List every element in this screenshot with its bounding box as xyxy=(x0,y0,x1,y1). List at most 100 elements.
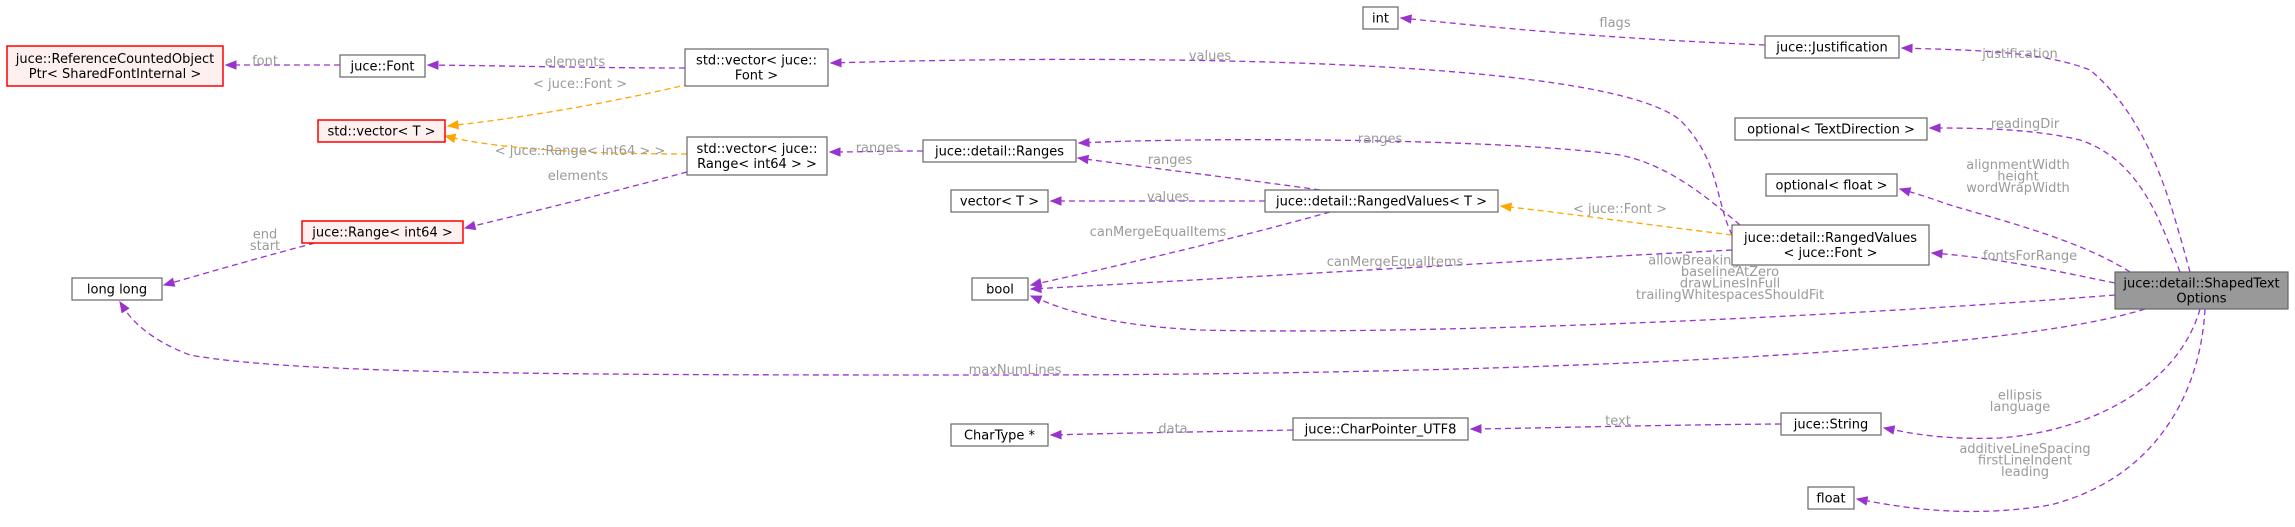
edge-charpointer-chartype: data xyxy=(1049,422,1294,440)
node-chartype[interactable]: CharType * xyxy=(950,423,1049,447)
edge-label-line: ranges xyxy=(1148,153,1193,168)
edge-rangedt-vectort2: values xyxy=(1049,190,1265,206)
node-string[interactable]: juce::String xyxy=(1780,412,1882,436)
edge-label-rangedfont-vectorfont: values xyxy=(1189,49,1232,64)
node-justification[interactable]: juce::Justification xyxy=(1764,35,1900,59)
edge-label-font-refcounted: font xyxy=(252,54,278,69)
node-box xyxy=(922,139,1077,163)
edge-label-ranges-vectorrange: ranges xyxy=(856,141,901,156)
node-label-line: juce::Justification xyxy=(1775,41,1888,56)
edge-shaped-justification-line xyxy=(1901,47,2191,273)
node-label-line: juce::detail::ShapedText xyxy=(2122,277,2279,292)
edge-label-rangedt-bool: canMergeEqualItems xyxy=(1090,225,1227,240)
edge-rangedfont-rangedt-arrowhead xyxy=(1499,202,1512,212)
node-optional-float[interactable]: optional< float > xyxy=(1765,173,1898,197)
edge-label-line: < juce::Font > xyxy=(533,77,627,92)
node-box xyxy=(317,119,446,143)
edge-range-longlong-line xyxy=(163,242,316,286)
edge-label-line: firstLineIndent xyxy=(1978,454,2072,469)
node-label-line: std::vector< juce:: xyxy=(697,142,818,157)
node-label-line: juce::Font xyxy=(349,60,414,75)
edge-shaped-longlong-arrowhead xyxy=(119,300,130,314)
node-font[interactable]: juce::Font xyxy=(339,54,426,78)
edge-label-line: alignmentWidth xyxy=(1966,158,2069,173)
edge-rangedfont-ranges-arrowhead xyxy=(1077,137,1090,148)
node-float[interactable]: float xyxy=(1807,486,1855,510)
edge-label-rangedfont-rangedt: < juce::Font > xyxy=(1573,202,1667,217)
edge-string-charpointer: text xyxy=(1469,414,1782,434)
edge-label-vectorfont-font: elements xyxy=(545,55,606,70)
node-int[interactable]: int xyxy=(1362,6,1399,30)
node-box xyxy=(2114,271,2289,310)
node-box xyxy=(71,277,163,301)
edge-rangedt-ranges-line xyxy=(1077,157,1321,191)
node-box xyxy=(1765,173,1898,197)
edge-shaped-rangedfont-arrowhead xyxy=(1930,249,1943,259)
node-label-line: Range< int64 > > xyxy=(697,157,817,172)
node-range-int64[interactable]: juce::Range< int64 > xyxy=(301,220,464,244)
node-label-line: juce::String xyxy=(1793,418,1869,433)
node-ranges[interactable]: juce::detail::Ranges xyxy=(922,139,1077,163)
edge-charpointer-chartype-arrowhead xyxy=(1049,429,1062,440)
edge-label-vectorrange-vectort: < juce::Range< int64 > > xyxy=(495,144,666,159)
node-vector-t2[interactable]: vector< T > xyxy=(950,189,1049,213)
node-charpointer[interactable]: juce::CharPointer_UTF8 xyxy=(1292,417,1469,441)
node-label: int xyxy=(1372,12,1389,27)
edge-label-line: maxNumLines xyxy=(969,363,1062,378)
edge-label-line: < juce::Font > xyxy=(1573,202,1667,217)
edge-vectorfont-vectort-arrowhead xyxy=(446,120,459,130)
edge-label-string-charpointer: text xyxy=(1605,414,1631,429)
node-box xyxy=(971,277,1029,301)
edge-vectorfont-font: elements xyxy=(426,55,686,70)
edge-justification-int-line xyxy=(1400,17,1766,46)
edge-rangedfont-vectorfont-arrowhead xyxy=(829,57,842,68)
edge-shaped-longlong: maxNumLines xyxy=(119,300,2146,378)
edge-label-rangedfont-ranges: ranges xyxy=(1358,132,1403,147)
node-longlong[interactable]: long long xyxy=(71,277,163,301)
edge-label-line: < juce::Range< int64 > > xyxy=(495,144,666,159)
node-vector-range[interactable]: std::vector< juce::Range< int64 > > xyxy=(686,136,828,176)
edge-vectorfont-vectort-line xyxy=(447,83,691,127)
edge-label-shaped-rangedfont: fontsForRange xyxy=(1983,249,2077,264)
node-box xyxy=(301,220,464,244)
node-label-line: juce::detail::RangedValues< T > xyxy=(1275,195,1487,210)
edge-vectorrange-vectort-arrowhead xyxy=(443,133,457,144)
node-label-line: std::vector< T > xyxy=(327,125,435,140)
node-label-line: float xyxy=(1816,492,1845,507)
edge-label-rangedt-vectort2: values xyxy=(1147,190,1190,205)
node-rangedvalues-font[interactable]: juce::detail::RangedValues< juce::Font > xyxy=(1731,224,1930,266)
node-label-line: int xyxy=(1372,12,1389,27)
node-vector-t[interactable]: std::vector< T > xyxy=(317,119,446,143)
edge-vectorrange-vectort: < juce::Range< int64 > > xyxy=(443,133,688,159)
node-label: optional< float > xyxy=(1776,179,1888,194)
edge-label-line: flags xyxy=(1599,16,1630,31)
edge-range-longlong-arrowhead xyxy=(162,277,176,287)
node-box xyxy=(950,423,1049,447)
node-label-line: juce::ReferenceCountedObject xyxy=(15,52,214,67)
edge-shaped-bool-arrowhead xyxy=(1029,295,1043,305)
edge-shaped-float-arrowhead xyxy=(1855,496,1869,506)
node-vector-font[interactable]: std::vector< juce::Font > xyxy=(684,48,829,87)
edge-label-line: wordWrapWidth xyxy=(1966,181,2070,196)
edge-label-line: canMergeEqualItems xyxy=(1090,225,1227,240)
node-label: CharType * xyxy=(964,429,1036,444)
node-box xyxy=(1731,224,1930,266)
edge-ranges-vectorrange: ranges xyxy=(828,141,924,157)
node-label: vector< T > xyxy=(960,195,1039,210)
edge-shaped-textdir-line xyxy=(1929,127,2181,273)
edge-vectorfont-font-arrowhead xyxy=(426,60,439,70)
node-bool[interactable]: bool xyxy=(971,277,1029,301)
node-rangedvalues-t[interactable]: juce::detail::RangedValues< T > xyxy=(1264,189,1499,213)
node-box xyxy=(6,45,224,87)
node-box xyxy=(686,136,828,176)
edge-label-line: justification xyxy=(1981,47,2058,62)
node-label-line: long long xyxy=(87,283,147,298)
node-optional-textdir[interactable]: optional< TextDirection > xyxy=(1734,117,1928,141)
node-label: std::vector< T > xyxy=(327,125,435,140)
